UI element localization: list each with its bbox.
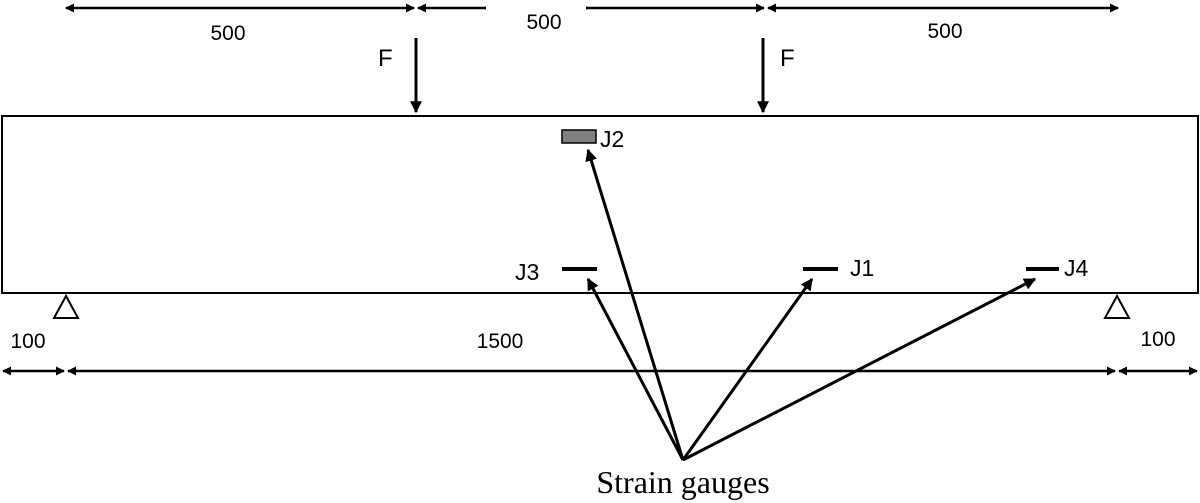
gauge-label-j2: J2 bbox=[600, 126, 624, 152]
gauge-j2 bbox=[561, 129, 597, 144]
bottom-dimension-left-label: 100 bbox=[10, 330, 45, 353]
leader-arrow-j4 bbox=[682, 277, 1037, 462]
load-label-left: F bbox=[378, 45, 393, 72]
top-dimension-left-label: 500 bbox=[210, 22, 245, 45]
support-right bbox=[1103, 293, 1131, 319]
leader-arrow-j2 bbox=[585, 148, 685, 461]
top-dimension-right-label: 500 bbox=[927, 20, 962, 43]
bottom-dimension-right-label: 100 bbox=[1140, 328, 1175, 351]
support-left bbox=[52, 293, 80, 319]
gauge-label-j3: J3 bbox=[515, 259, 539, 285]
gauge-label-j1: J1 bbox=[850, 255, 874, 281]
strain-gauges-caption: Strain gauges bbox=[596, 464, 769, 500]
bottom-dimension-span-label: 1500 bbox=[477, 330, 524, 353]
gauge-label-j4: J4 bbox=[1064, 255, 1089, 281]
top-dimension-middle-label: 500 bbox=[526, 11, 561, 34]
leader-arrow-j1 bbox=[681, 278, 814, 461]
beam bbox=[1, 115, 1199, 294]
load-label-right: F bbox=[780, 45, 795, 72]
